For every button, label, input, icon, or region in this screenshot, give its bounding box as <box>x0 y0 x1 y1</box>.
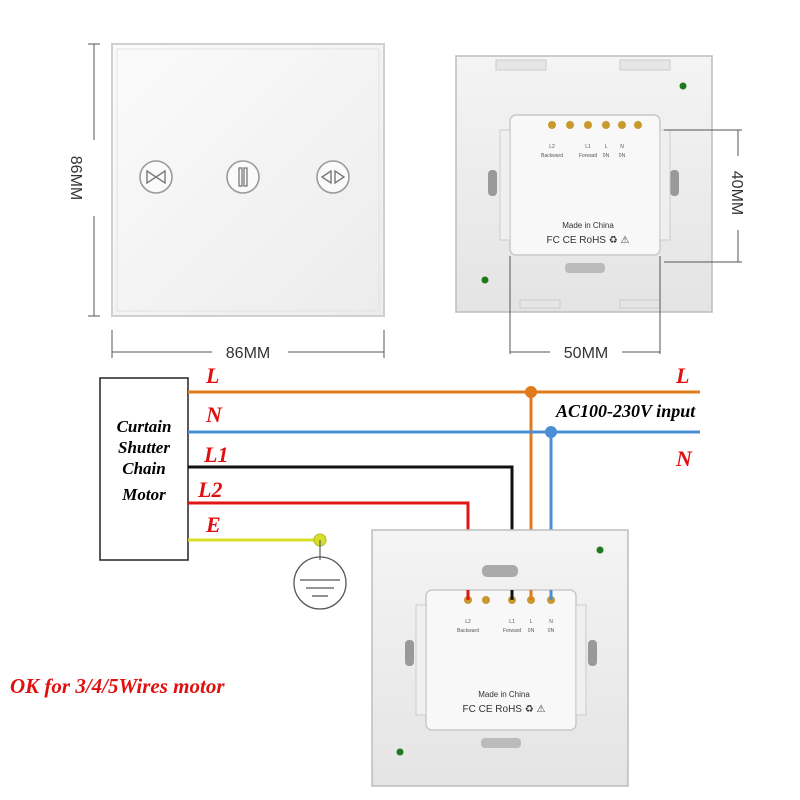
motor-label-line1: Curtain <box>117 417 172 436</box>
module-width-label: 50MM <box>564 345 608 362</box>
wire-l-label: L <box>205 363 219 388</box>
wire-l2-label: L2 <box>197 477 222 502</box>
terminal-n-label: N <box>620 144 624 150</box>
pause-icon <box>238 167 248 187</box>
n-junction <box>545 426 557 438</box>
module-height-label: 40MM <box>728 171 745 215</box>
l-junction <box>525 386 537 398</box>
bottom-terminal-l2-label: L2 <box>465 619 471 625</box>
wire-l1-label: L1 <box>203 442 228 467</box>
back-view-top: L2 L1 L N Backward Forward 0N 0N Made in… <box>455 55 713 313</box>
module-height-dimension: 40MM <box>664 129 749 263</box>
bottom-forward-label: Forward <box>503 628 522 634</box>
bottom-terminal-n-label: N <box>549 619 553 625</box>
wire-n-label: N <box>205 402 223 427</box>
pause-button[interactable] <box>226 160 260 194</box>
sub-l-label: 0N <box>603 153 610 159</box>
bottom-terminal-l-label: L <box>530 619 533 625</box>
bottom-terminal-l1-label: L1 <box>509 619 515 625</box>
motor-box: Curtain Shutter Chain Motor <box>99 377 189 561</box>
wire-l-right-label: L <box>675 363 689 388</box>
bottom-backward-label: Backward <box>457 628 479 634</box>
module-width-dimension: 50MM <box>509 256 661 362</box>
power-input-label: AC100-230V input <box>555 401 696 421</box>
backward-label: Backward <box>541 153 563 159</box>
panel-height-label: 86MM <box>67 156 84 200</box>
motor-label-line3: Chain <box>122 459 165 478</box>
panel-width-label: 86MM <box>226 345 270 362</box>
terminal-l2-label: L2 <box>549 144 555 150</box>
bottom-made-in-china-label: Made in China <box>478 690 530 699</box>
front-panel <box>111 43 385 317</box>
terminal-l-label: L <box>605 144 608 150</box>
wire-n-right-label: N <box>675 446 693 471</box>
forward-label: Forward <box>579 153 598 159</box>
made-in-china-label: Made in China <box>562 221 614 230</box>
curtain-open-icon <box>146 169 166 185</box>
sub-n-label: 0N <box>619 153 626 159</box>
back-view-bottom: L2 L1 L N Backward Forward 0N 0N Made in… <box>371 529 629 787</box>
wire-compatibility-note: OK for 3/4/5Wires motor <box>10 674 225 698</box>
panel-width-dimension: 86MM <box>111 330 385 362</box>
certification-marks: FC CE RoHS ♻ ⚠ <box>547 235 630 246</box>
terminal-wire-ends <box>466 590 553 600</box>
ground-icon <box>293 556 347 610</box>
bottom-sub-n-label: 0N <box>548 628 555 634</box>
bottom-sub-l-label: 0N <box>528 628 535 634</box>
motor-label-line4: Motor <box>121 485 166 504</box>
close-button[interactable] <box>316 160 350 194</box>
bottom-certification-marks: FC CE RoHS ♻ ⚠ <box>463 704 546 715</box>
wire-e-label: E <box>205 512 221 537</box>
open-button[interactable] <box>139 160 173 194</box>
panel-height-dimension: 86MM <box>67 43 104 317</box>
terminal-l1-label: L1 <box>585 144 591 150</box>
motor-label-line2: Shutter <box>118 438 170 457</box>
curtain-close-icon <box>320 169 346 185</box>
